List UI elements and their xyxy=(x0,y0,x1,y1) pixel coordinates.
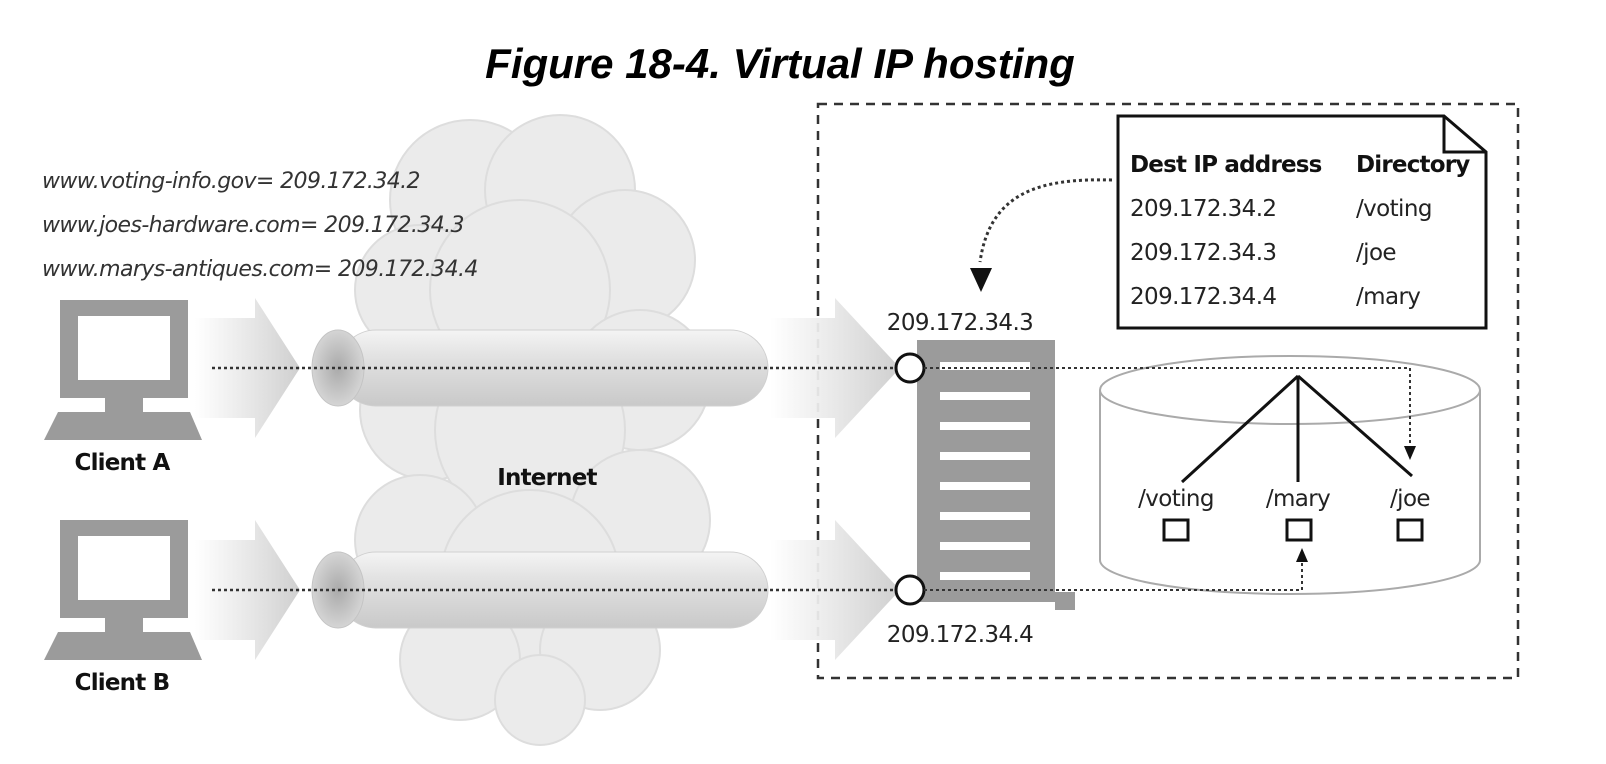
disk-cylinder-icon xyxy=(1099,355,1481,595)
table-cell: 209.172.34.3 xyxy=(1130,240,1276,266)
figure-title: Figure 18-4. Virtual IP hosting xyxy=(485,40,1075,87)
table-cell: 209.172.34.2 xyxy=(1130,196,1276,222)
table-cell: /mary xyxy=(1356,284,1420,310)
folder-joe-icon xyxy=(1396,518,1424,542)
client-b-outgoing-arrow xyxy=(195,520,300,660)
server-ip-bottom: 209.172.34.4 xyxy=(887,622,1033,648)
internet-cloud-icon xyxy=(354,114,711,746)
server-incoming-arrow-a xyxy=(770,298,900,438)
dns-mapping: www.joes-hardware.com= 209.172.34.3 xyxy=(42,213,464,238)
server-rack-icon xyxy=(917,340,1075,610)
interface-bottom xyxy=(894,574,926,606)
interface-top xyxy=(894,352,926,384)
routing-table-document-icon xyxy=(1116,114,1488,330)
directory-tree xyxy=(1180,374,1413,484)
route-to-joe-arrowhead xyxy=(1404,446,1416,460)
client-b-label: Client B xyxy=(75,670,170,696)
server-incoming-arrow-b xyxy=(770,520,900,660)
dns-mapping: www.marys-antiques.com= 209.172.34.4 xyxy=(42,257,478,282)
directory-label-voting: /voting xyxy=(1138,486,1214,512)
folder-mary-icon xyxy=(1285,518,1313,542)
table-header-directory: Directory xyxy=(1356,152,1470,178)
table-cell: /joe xyxy=(1356,240,1396,266)
client-a-computer-icon xyxy=(44,300,202,440)
client-a-outgoing-arrow xyxy=(195,298,300,438)
folder-voting-icon xyxy=(1162,518,1190,542)
client-a-label: Client A xyxy=(74,450,170,476)
table-header-ip: Dest IP address xyxy=(1130,152,1322,178)
route-to-mary xyxy=(924,562,1303,591)
server-ip-top: 209.172.34.3 xyxy=(887,310,1033,336)
table-cell: /voting xyxy=(1356,196,1432,222)
dns-mapping: www.voting-info.gov= 209.172.34.2 xyxy=(42,169,420,194)
directory-label-joe: /joe xyxy=(1390,486,1430,512)
table-lookup-arrowhead xyxy=(970,268,992,292)
route-to-mary-arrowhead xyxy=(1296,548,1308,562)
client-b-computer-icon xyxy=(44,520,202,660)
table-lookup-arrow xyxy=(978,178,1113,263)
route-to-joe xyxy=(924,367,1411,446)
internet-label: Internet xyxy=(497,465,597,491)
directory-label-mary: /mary xyxy=(1266,486,1330,512)
table-cell: 209.172.34.4 xyxy=(1130,284,1276,310)
